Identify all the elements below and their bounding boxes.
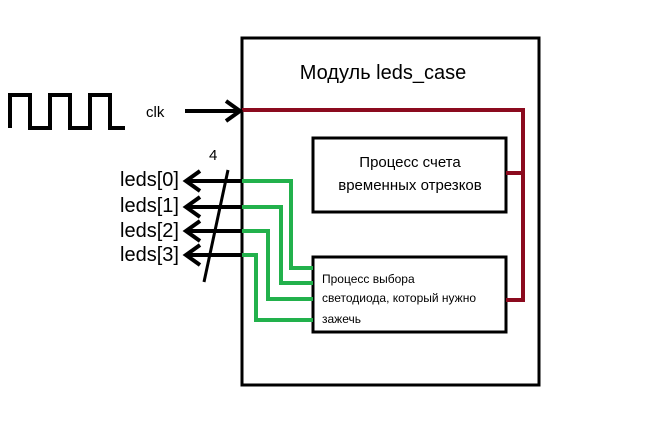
selector-process-label-line3: зажечь <box>322 312 361 326</box>
selector-process-label-line2: светодиода, который нужно <box>322 291 476 305</box>
clk-input-arrow <box>185 99 244 123</box>
led1-wire <box>242 205 313 285</box>
led0-label: leds[0] <box>120 169 179 191</box>
led2-wire <box>242 229 313 301</box>
bus-width-slash <box>202 169 230 283</box>
bus-width-label: 4 <box>209 147 217 164</box>
led3-wire <box>242 253 313 322</box>
counter-process-box <box>311 136 508 214</box>
counter-process-label-line1: Процесс счета <box>359 154 461 171</box>
module-box <box>240 36 541 387</box>
clock-wire <box>242 108 525 302</box>
led3-label: leds[3] <box>120 244 179 266</box>
led-wires <box>242 179 313 322</box>
module-title: Модуль leds_case <box>300 62 467 84</box>
clock-waveform-icon <box>8 93 125 130</box>
clk-label: clk <box>146 104 165 121</box>
led-output-arrows <box>182 169 242 267</box>
led1-label: leds[1] <box>120 195 179 217</box>
selector-process-label-line1: Процесс выбора <box>322 272 415 286</box>
selector-process-box <box>311 255 508 334</box>
led0-wire <box>242 179 313 270</box>
counter-process-label-line2: временных отрезков <box>338 177 482 194</box>
led2-label: leds[2] <box>120 220 179 242</box>
